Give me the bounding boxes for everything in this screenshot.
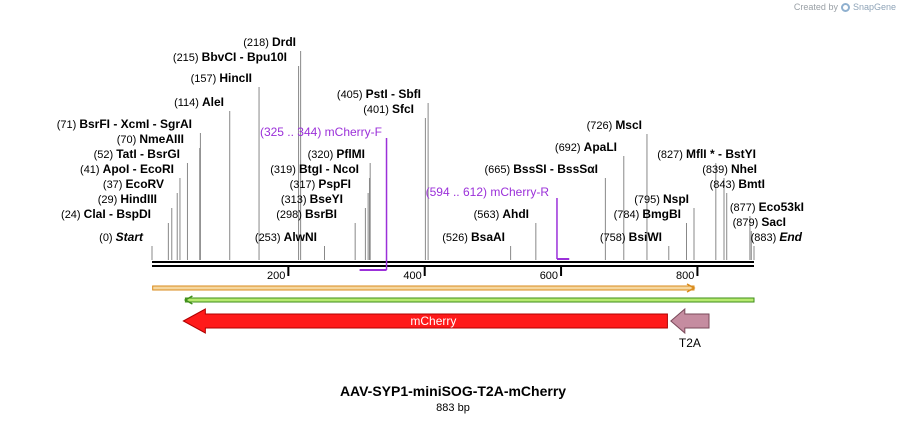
credit-text: Created by (793, 2, 838, 12)
backbone-top-strand (152, 261, 754, 263)
site-label-psti-sbfi: (405) PstI - SbfI (337, 87, 421, 101)
site-label-pflmi: (320) PflMI (308, 147, 365, 161)
site-label-bmgbi: (784) BmgBI (614, 207, 681, 221)
orf-arrowhead (183, 295, 193, 305)
site-label-alwni: (253) AlwNI (255, 230, 317, 244)
feature-label-mcherry: mCherry (410, 314, 456, 328)
site-label-eco53ki: (877) Eco53kI (730, 200, 804, 214)
site-label-end: (883) End (751, 230, 803, 244)
ruler-tick-label: 600 (540, 270, 558, 282)
site-label-bsssi-bsss-i: (665) BssSI - BssSαI (485, 162, 599, 176)
site-label-btgi-ncoi: (319) BtgI - NcoI (270, 162, 359, 176)
site-label-apali: (692) ApaLI (555, 140, 617, 154)
orf-arrowhead (686, 283, 696, 293)
site-label-mfli-bstyi: (827) MflI * - BstYI (657, 147, 756, 161)
site-label-bseyi: (313) BseYI (281, 192, 343, 206)
sequence-length: 883 bp (436, 402, 470, 414)
primer-label-mcherry-r: (594 .. 612) mCherry-R (426, 185, 550, 199)
ruler-tick-label: 400 (403, 270, 421, 282)
primer-label-mcherry-f: (325 .. 344) mCherry-F (260, 125, 382, 139)
site-label-bsiwi: (758) BsiWI (600, 230, 662, 244)
orf-track-green-orf (184, 297, 755, 303)
credit-brand: SnapGene (852, 2, 896, 12)
snapgene-credit: Created by SnapGene (794, 2, 896, 12)
site-label-pspfi: (317) PspFI (290, 177, 351, 191)
site-label-clai-bspdi: (24) ClaI - BspDI (61, 207, 151, 221)
site-label-nmeaiii: (70) NmeAIII (117, 132, 184, 146)
snapgene-logo-icon (840, 2, 850, 12)
site-label-apoi-ecori: (41) ApoI - EcoRI (80, 162, 174, 176)
site-label-msci: (726) MscI (587, 118, 642, 132)
ruler-tick-label: 800 (676, 270, 694, 282)
site-label-bsrfi-xcmi-sgrai: (71) BsrFI - XcmI - SgrAI (57, 117, 192, 131)
site-label-ecorv: (37) EcoRV (103, 177, 164, 191)
site-label-bsaai: (526) BsaAI (442, 230, 505, 244)
orf-track-orange-orf (152, 285, 695, 291)
site-label-alei: (114) AleI (174, 95, 224, 109)
site-label-nhei: (839) NheI (702, 162, 757, 176)
sequence-name: AAV-SYP1-miniSOG-T2A-mCherry (339, 383, 567, 399)
feature-label-t2a: T2A (679, 336, 701, 350)
site-label-drdi: (218) DrdI (243, 35, 296, 49)
site-label-hincii: (157) HincII (191, 71, 252, 85)
feature-arrow-t2a (670, 307, 710, 335)
site-label-bsrbi: (298) BsrBI (276, 207, 337, 221)
site-label-saci: (879) SacI (733, 215, 786, 229)
site-label-sfci: (401) SfcI (363, 102, 414, 116)
feature-arrow-mcherry (182, 308, 668, 334)
site-label-nspi: (795) NspI (634, 192, 689, 206)
ruler-tick-label: 200 (267, 270, 285, 282)
site-label-bbvci-bpu10i: (215) BbvCI - Bpu10I (173, 50, 287, 64)
site-label-hindiii: (29) HindIII (98, 192, 157, 206)
backbone-bottom-strand (152, 265, 754, 267)
site-label-start: (0) Start (99, 230, 144, 244)
site-label-bmti: (843) BmtI (710, 177, 765, 191)
site-label-tati-bsrgi: (52) TatI - BsrGI (94, 147, 180, 161)
site-label-ahdi: (563) AhdI (474, 207, 529, 221)
